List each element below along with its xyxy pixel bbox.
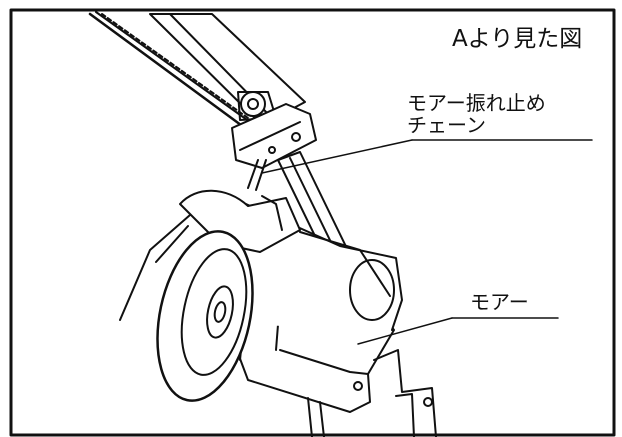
front-wheel [156,230,254,402]
hinge-bracket [231,103,317,191]
stand-legs [307,349,437,437]
chain-label-line1: モアー振れ止め [407,91,546,115]
handle-tube [179,189,301,253]
lift-arm [149,13,306,126]
chain-label-line2: チェーン [407,113,486,137]
chain-leader-line [261,139,413,174]
view-title: Aより見た図 [452,26,583,52]
motor-leader-line [357,317,453,345]
motor-label: モアー [470,290,529,314]
hanger-chain [88,11,251,130]
